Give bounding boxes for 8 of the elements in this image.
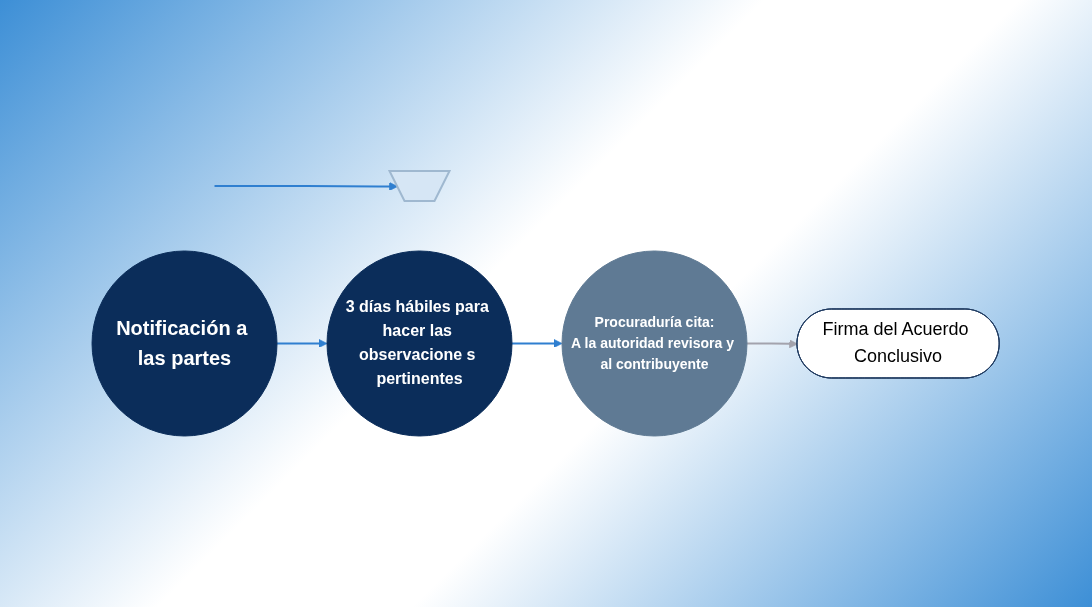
- arrow: [276, 339, 328, 348]
- node-circle: 3 días hábiles para hacer las observacione s pertinentes: [326, 250, 513, 437]
- node-funnel: [388, 170, 452, 202]
- arrow: [213, 182, 399, 191]
- arrow: [746, 339, 799, 349]
- node-circle: Notificación a las partes: [91, 250, 278, 437]
- arrow: [511, 339, 563, 348]
- node-circle: Procuraduría cita: A la autoridad revisora y al contribuyente: [561, 250, 748, 437]
